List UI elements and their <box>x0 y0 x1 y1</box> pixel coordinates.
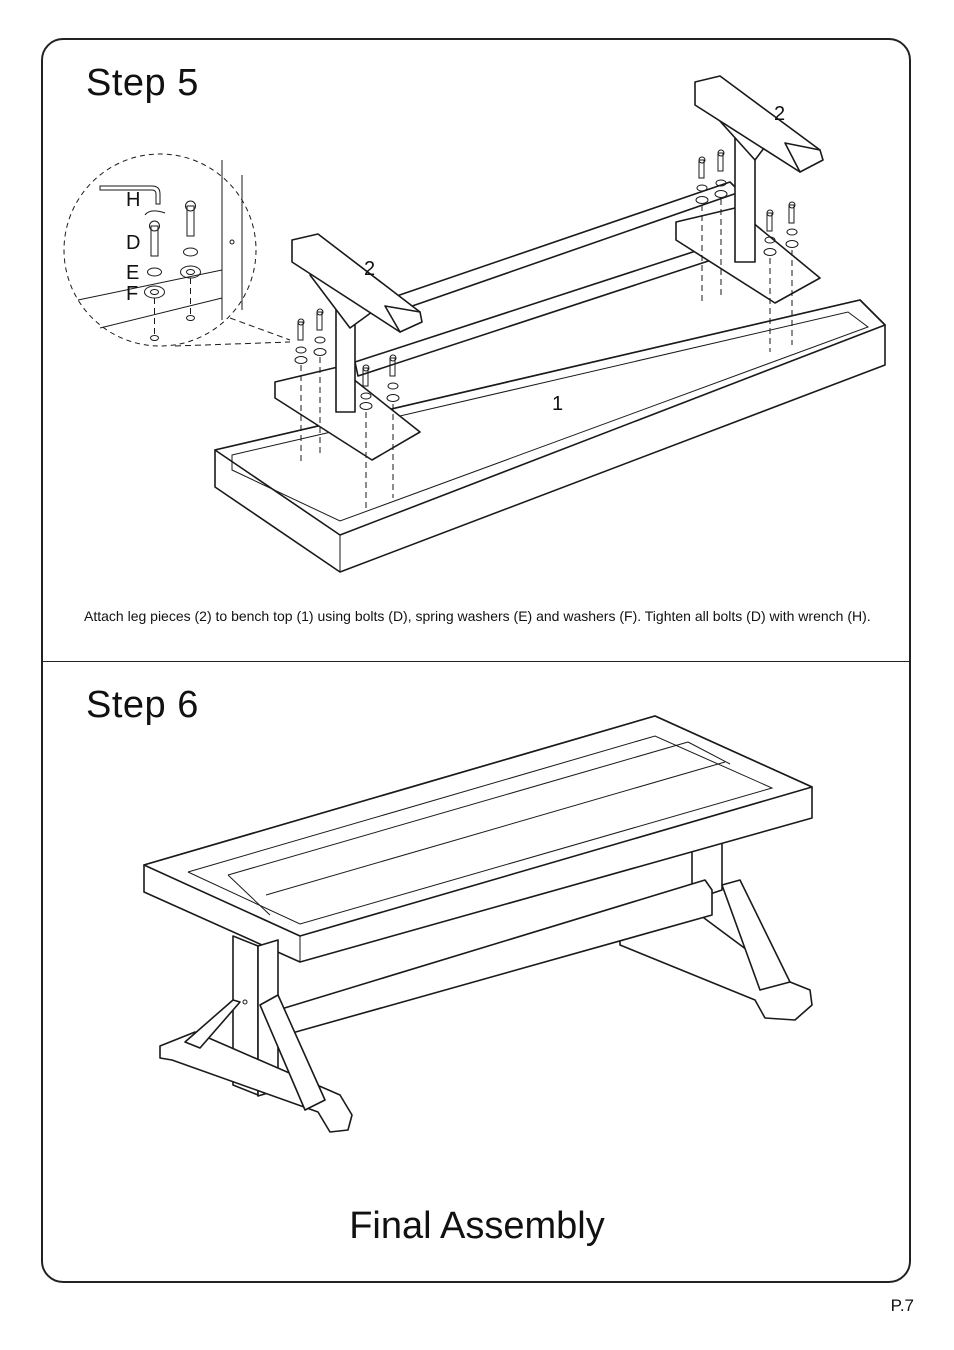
final-assembly-caption: Final Assembly <box>349 1205 605 1247</box>
label-E: E <box>126 262 139 284</box>
label-part-1: 1 <box>552 393 563 415</box>
near-leg <box>159 935 353 1133</box>
bench-top <box>143 715 813 963</box>
step5-title: Step 5 <box>86 62 199 104</box>
label-H: H <box>126 189 140 211</box>
label-part-2-right: 2 <box>774 103 785 125</box>
step5-instruction: Attach leg pieces (2) to bench top (1) u… <box>84 608 871 624</box>
leg-right-part <box>675 75 824 304</box>
label-D: D <box>126 232 140 254</box>
step-divider <box>41 661 911 662</box>
label-F: F <box>126 283 138 305</box>
page-number: P.7 <box>890 1296 914 1315</box>
leg-left-part <box>274 233 423 461</box>
hardware-detail-callout <box>63 153 291 347</box>
step5-diagram: 1 2 2 H D E F <box>63 75 886 573</box>
bench-top-part <box>214 299 886 573</box>
label-part-2-left: 2 <box>364 258 375 280</box>
page-frame <box>41 38 911 1283</box>
bolt-sets <box>294 149 799 508</box>
part-labels: 1 2 2 H D E F <box>126 103 785 415</box>
step6-diagram <box>143 715 813 1133</box>
step6-title: Step 6 <box>86 684 199 726</box>
